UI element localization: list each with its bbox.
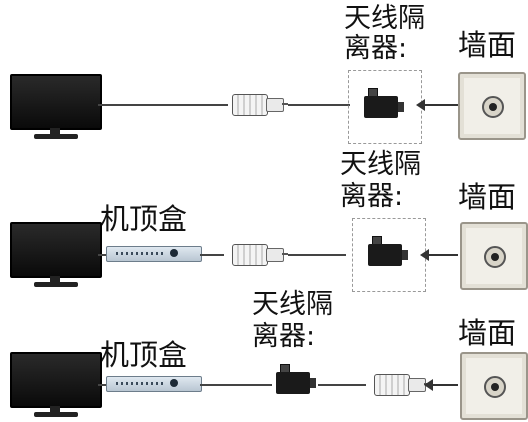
coax-cable <box>318 384 366 386</box>
tv-icon <box>10 222 102 292</box>
set-top-box-icon <box>106 374 202 392</box>
arrow-left-icon <box>416 99 458 111</box>
coax-cable <box>98 104 228 106</box>
arrow-left-icon <box>424 379 458 391</box>
coax-cable <box>200 384 272 386</box>
arrow-left-icon <box>420 249 458 261</box>
coax-plug-icon <box>364 372 430 396</box>
isolator-label-line1: 天线隔 <box>340 149 421 180</box>
tv-icon <box>10 352 102 422</box>
coax-cable <box>288 254 346 256</box>
antenna-isolator-icon <box>368 236 408 266</box>
wall-socket-icon <box>460 352 528 420</box>
coax-plug-icon <box>222 92 288 116</box>
coax-plug-icon <box>222 242 288 266</box>
isolator-label-line2: 离器: <box>344 33 408 64</box>
wall-socket-icon <box>458 72 526 140</box>
isolator-label-line2: 离器: <box>252 321 316 352</box>
wall-socket-icon <box>460 222 528 290</box>
wall-label: 墙面 <box>458 316 517 350</box>
antenna-isolator-icon <box>276 364 316 394</box>
wall-label: 墙面 <box>458 180 517 214</box>
coax-cable <box>288 104 350 106</box>
coax-cable <box>98 384 108 386</box>
coax-cable <box>98 254 108 256</box>
set-top-box-label: 机顶盒 <box>100 202 188 236</box>
set-top-box-icon <box>106 244 202 262</box>
tv-icon <box>10 74 102 144</box>
wall-label: 墙面 <box>458 28 517 62</box>
isolator-label-line1: 天线隔 <box>344 3 425 34</box>
set-top-box-label: 机顶盒 <box>100 338 188 372</box>
isolator-label-line2: 离器: <box>340 181 404 212</box>
antenna-isolator-icon <box>364 88 404 118</box>
coax-cable <box>200 254 224 256</box>
isolator-label-line1: 天线隔 <box>252 289 333 320</box>
